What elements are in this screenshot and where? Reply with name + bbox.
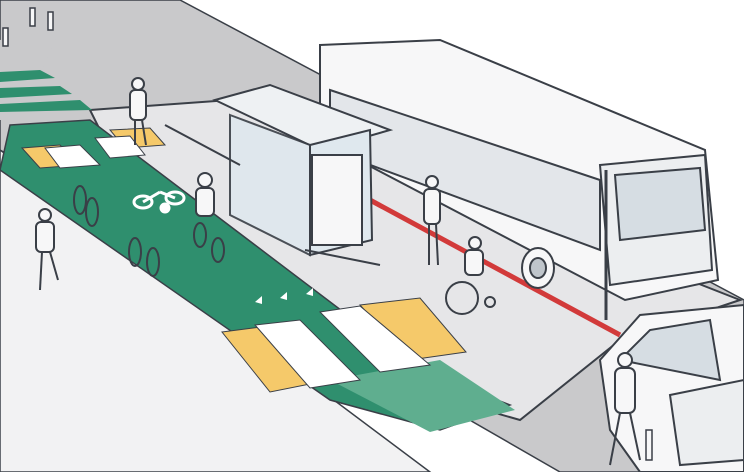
green-crossing-stripes [0, 70, 92, 112]
bus-lane-stripe [368, 197, 622, 338]
cyclist-icon [193, 172, 225, 263]
bike-lane-arrows [255, 288, 313, 304]
bus-stop-shelter-icon [164, 83, 394, 266]
car [598, 303, 744, 472]
wheelchair-user-icon [445, 236, 496, 315]
bike-lane-extension [330, 360, 515, 432]
bicycle-lane-symbol-icon [132, 190, 186, 214]
crossing-pads [20, 127, 467, 393]
bus [319, 38, 720, 302]
pedestrian-icon [35, 77, 641, 466]
parked-bicycles [73, 185, 160, 277]
bollards [2, 7, 653, 461]
